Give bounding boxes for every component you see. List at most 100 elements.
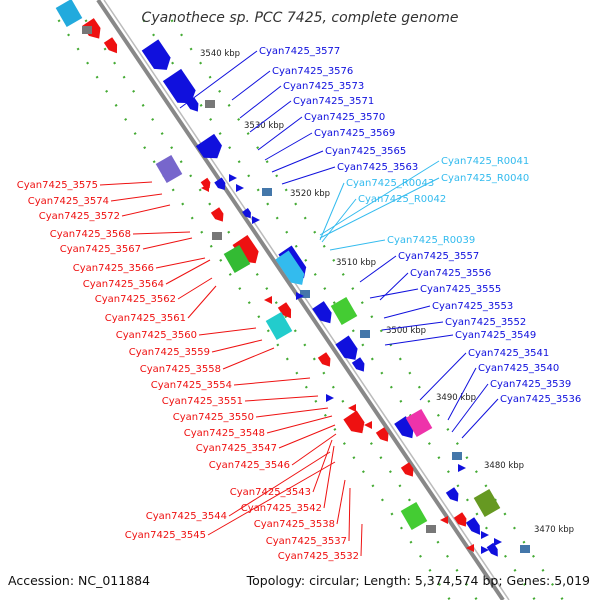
forward-gene-1 xyxy=(162,68,196,104)
top-gene-label-0: Cyan7425_3577 xyxy=(259,46,340,57)
forward-gene-12-shape xyxy=(465,517,481,535)
left-gene-leader-4 xyxy=(142,237,193,250)
forward-marker-2 xyxy=(252,216,260,224)
right-gene-label-1: Cyan7425_3556 xyxy=(410,268,491,279)
left-gene-label-6: Cyan7425_3564 xyxy=(83,279,164,290)
top-gene-label-7: Cyan7425_3563 xyxy=(337,162,418,173)
left-gene-leader-23 xyxy=(348,487,351,542)
forward-gene-13 xyxy=(486,542,498,557)
steel-block-1 xyxy=(300,290,310,298)
top-gene-leader-1 xyxy=(231,70,271,101)
right-gene-leader-1 xyxy=(379,272,409,301)
right-gene-leader-5 xyxy=(384,334,454,346)
left-gene-leader-11 xyxy=(222,347,275,370)
reverse-gene-9-shape xyxy=(400,462,414,477)
top-gene-leader-4 xyxy=(257,116,303,151)
grey-block-1 xyxy=(205,100,215,108)
reverse-marker-4 xyxy=(466,544,474,552)
top-gene-leader-7 xyxy=(281,166,336,185)
steel-block-0 xyxy=(262,188,272,196)
rna-gene-label-3: Cyan7425_R0042 xyxy=(358,194,446,205)
forward-gene-13-shape xyxy=(486,542,498,557)
top-gene-label-1: Cyan7425_3576 xyxy=(272,66,353,77)
forward-gene-5-shape xyxy=(242,208,251,219)
reverse-gene-4-shape xyxy=(232,234,259,264)
gene-block-3 xyxy=(330,296,358,326)
forward-gene-11-shape xyxy=(445,487,459,502)
top-gene-label-4: Cyan7425_3570 xyxy=(304,112,385,123)
reverse-gene-5 xyxy=(277,302,292,319)
left-gene-label-11: Cyan7425_3558 xyxy=(140,364,221,375)
left-gene-leader-15 xyxy=(266,415,333,434)
left-gene-label-8: Cyan7425_3561 xyxy=(105,313,186,324)
rna-gene-leader-0 xyxy=(319,160,440,236)
reverse-marker-1 xyxy=(264,296,272,304)
rna-gene-label-2: Cyan7425_R0040 xyxy=(441,173,529,184)
left-gene-label-7: Cyan7425_3562 xyxy=(95,294,176,305)
left-gene-label-5: Cyan7425_3566 xyxy=(73,263,154,274)
top-gene-leader-6 xyxy=(271,150,324,173)
left-gene-leader-3 xyxy=(132,231,191,235)
rna-gene-leader-2 xyxy=(319,177,440,239)
steel-block-2 xyxy=(360,330,370,338)
reverse-gene-8 xyxy=(375,427,389,442)
right-gene-label-7: Cyan7425_3540 xyxy=(478,363,559,374)
left-gene-label-16: Cyan7425_3547 xyxy=(196,443,277,454)
forward-gene-8-shape xyxy=(335,335,358,360)
left-gene-leader-16 xyxy=(278,424,336,449)
forward-gene-7 xyxy=(312,301,332,324)
forward-marker-0 xyxy=(229,174,237,182)
reverse-gene-10 xyxy=(453,512,467,527)
right-gene-leader-4 xyxy=(381,321,444,331)
top-gene-label-6: Cyan7425_3565 xyxy=(325,146,406,157)
top-gene-label-3: Cyan7425_3571 xyxy=(293,96,374,107)
tick-label-3: 3510 kbp xyxy=(336,258,376,268)
left-gene-leader-10 xyxy=(211,339,263,353)
forward-gene-9-shape xyxy=(351,357,365,372)
right-gene-label-4: Cyan7425_3552 xyxy=(445,317,526,328)
rna-gene-leader-3 xyxy=(321,198,357,243)
top-gene-leader-3 xyxy=(249,100,292,133)
tick-label-7: 3470 kbp xyxy=(534,525,574,535)
forward-gene-4 xyxy=(214,177,226,190)
forward-gene-5 xyxy=(242,208,251,219)
tick-label-5: 3490 kbp xyxy=(436,393,476,403)
map-title: Cyanothece sp. PCC 7425, complete genome xyxy=(141,10,459,26)
reverse-gene-3-shape xyxy=(210,207,224,222)
forward-marker-5 xyxy=(458,464,466,472)
rna-gene-label-4: Cyan7425_R0039 xyxy=(387,235,475,246)
forward-marker-1 xyxy=(236,184,244,192)
reverse-gene-6 xyxy=(317,352,331,367)
left-gene-label-21: Cyan7425_3538 xyxy=(254,519,335,530)
reverse-gene-5-shape xyxy=(277,302,292,319)
left-gene-leader-17 xyxy=(291,433,337,466)
left-gene-label-4: Cyan7425_3567 xyxy=(60,244,141,255)
genome-backbone xyxy=(96,0,505,600)
left-gene-label-24: Cyan7425_3532 xyxy=(278,551,359,562)
reverse-marker-3 xyxy=(364,421,372,429)
rna-gene-label-0: Cyan7425_R0041 xyxy=(441,156,529,167)
left-gene-leader-24 xyxy=(360,523,363,557)
top-gene-label-5: Cyan7425_3569 xyxy=(314,128,395,139)
reverse-gene-6-shape xyxy=(317,352,331,367)
reverse-gene-1 xyxy=(103,37,118,54)
reverse-gene-3 xyxy=(210,207,224,222)
forward-gene-12 xyxy=(465,517,481,535)
reverse-marker-2 xyxy=(348,404,356,412)
left-gene-label-17: Cyan7425_3546 xyxy=(209,460,290,471)
right-gene-leader-7 xyxy=(447,367,477,421)
left-gene-leader-5 xyxy=(155,257,206,269)
left-gene-label-20: Cyan7425_3544 xyxy=(146,511,227,522)
tick-label-6: 3480 kbp xyxy=(484,461,524,471)
right-gene-leader-3 xyxy=(383,305,431,319)
right-gene-leader-9 xyxy=(461,398,499,439)
forward-gene-11 xyxy=(445,487,459,502)
forward-gene-0-shape xyxy=(141,39,171,70)
top-gene-leader-2 xyxy=(239,85,282,119)
left-gene-label-13: Cyan7425_3551 xyxy=(162,396,243,407)
left-gene-label-14: Cyan7425_3550 xyxy=(173,412,254,423)
right-gene-label-5: Cyan7425_3549 xyxy=(455,330,536,341)
left-gene-leader-22 xyxy=(207,461,336,536)
